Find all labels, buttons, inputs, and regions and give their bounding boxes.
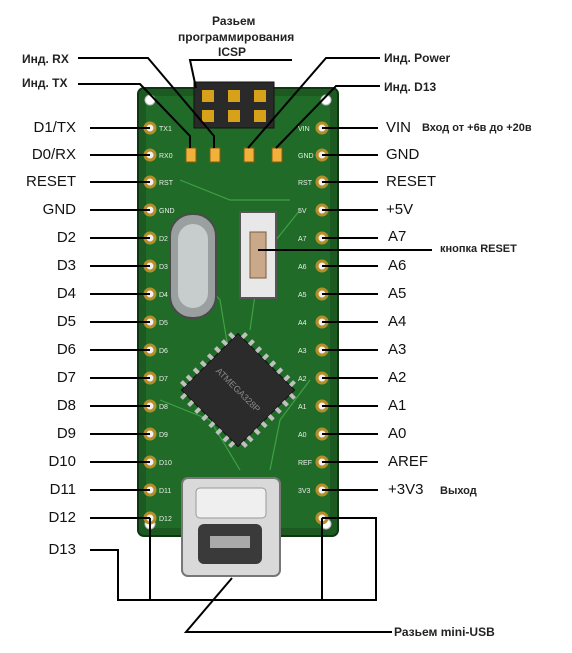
led-tx (209, 147, 221, 163)
pin-label-d11: D11 (49, 481, 76, 498)
silk-left-10: D8 (159, 404, 168, 411)
pin-label-a2: A2 (388, 369, 407, 386)
silk-right-7: A4 (298, 320, 307, 327)
crystal-oscillator (169, 213, 217, 319)
silk-right-10: A1 (298, 404, 307, 411)
icsp-label-line3: ICSP (218, 45, 247, 59)
silk-right-2: RST (298, 180, 313, 187)
pin-label-5v: +5V (386, 201, 414, 218)
pin-label-d2: D2 (56, 229, 76, 246)
pin-label-d6: D6 (56, 341, 76, 358)
silk-left-0: TX1 (159, 126, 172, 133)
silk-left-3: GND (159, 208, 175, 215)
pin-label-d0-rx: D0/RX (31, 146, 76, 163)
pin-label-d8: D8 (56, 397, 76, 414)
pin-label-gnd-right: GND (386, 146, 420, 163)
icsp-label-line2: программирования (178, 30, 295, 44)
silk-right-1: GND (298, 153, 314, 160)
silk-right-13: 3V3 (298, 488, 311, 495)
led-rx-label: Инд. RX (22, 52, 69, 66)
3v3-note: Выход (440, 485, 477, 497)
silk-right-5: A6 (298, 264, 307, 271)
pin-label-d7: D7 (56, 369, 76, 386)
led-d13 (271, 147, 283, 163)
silk-left-9: D7 (159, 376, 168, 383)
led-power-label: Инд. Power (384, 51, 451, 65)
pin-label-a3: A3 (388, 341, 407, 358)
silk-right-0: VIN (298, 126, 310, 133)
silk-left-1: RX0 (159, 153, 173, 160)
pin-label-reset-right: RESET (386, 173, 437, 190)
silk-left-2: RST (159, 180, 174, 187)
pin-label-d12: D12 (48, 509, 76, 526)
silk-right-4: A7 (298, 236, 307, 243)
pin-label-d9: D9 (56, 425, 76, 442)
pin-label-reset-left: RESET (25, 173, 76, 190)
reset-button-label: кнопка RESET (440, 243, 517, 255)
led-rx (185, 147, 197, 163)
pin-label-d3: D3 (56, 257, 76, 274)
pin-label-3v3: +3V3 (388, 481, 424, 498)
reset-button (239, 211, 277, 299)
silk-right-9: A2 (298, 376, 307, 383)
pin-label-a5: A5 (388, 285, 407, 302)
pin-label-d5: D5 (56, 313, 76, 330)
pin-label-a1: A1 (388, 397, 407, 414)
pin-label-aref: AREF (388, 453, 429, 470)
led-d13-label: Инд. D13 (384, 80, 437, 94)
right-leader-lines (149, 127, 432, 601)
vin-note: Вход от +6в до +20в (422, 122, 532, 134)
left-leader-lines (90, 127, 323, 601)
pin-label-a4: A4 (388, 313, 407, 330)
pin-label-d1-tx: D1/TX (33, 119, 76, 136)
silk-right-11: A0 (298, 432, 307, 439)
top-leader-lines (78, 57, 380, 149)
led-power (243, 147, 255, 163)
silk-left-6: D4 (159, 292, 168, 299)
silk-left-5: D3 (159, 264, 168, 271)
pin-label-d10: D10 (48, 453, 76, 470)
silk-right-12: REF (298, 460, 312, 467)
arduino-nano-board (137, 87, 339, 537)
pin-label-a0: A0 (388, 425, 407, 442)
pin-label-gnd-left: GND (42, 201, 76, 218)
silk-left-8: D6 (159, 348, 168, 355)
icsp-label-line1: Разьем (212, 14, 256, 28)
mini-usb-connector (181, 477, 281, 577)
silk-right-8: A3 (298, 348, 307, 355)
icsp-header (193, 81, 275, 129)
led-tx-label: Инд. TX (22, 76, 68, 90)
usb-label: Разьем mini-USB (394, 625, 495, 639)
silk-right-3: 5V (298, 208, 307, 215)
silk-right-6: A5 (298, 292, 307, 299)
pin-label-vin: VIN (386, 119, 412, 136)
silk-left-12: D10 (159, 460, 172, 467)
pin-label-a7: A7 (388, 228, 407, 245)
silk-left-13: D11 (159, 488, 171, 495)
mcu-chip: ATMEGA328P (180, 332, 296, 448)
silk-left-7: D5 (159, 320, 168, 327)
pin-label-d13: D13 (48, 541, 76, 558)
silk-left-4: D2 (159, 236, 168, 243)
silk-left-11: D9 (159, 432, 168, 439)
pin-label-a6: A6 (388, 257, 407, 274)
silk-left-14: D12 (159, 516, 172, 523)
pin-label-d4: D4 (56, 285, 76, 302)
usb-leader-line (183, 577, 392, 633)
